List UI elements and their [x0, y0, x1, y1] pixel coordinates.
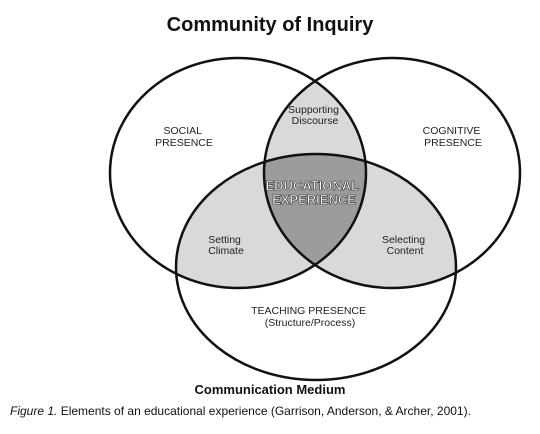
- figure-number: Figure 1.: [10, 404, 58, 418]
- cognitive-presence-circle: [262, 56, 522, 290]
- social-presence-circle: [108, 56, 368, 290]
- teaching-presence-label: TEACHING PRESENCE (Structure/Process): [251, 305, 369, 329]
- communication-medium-label: Communication Medium: [194, 382, 346, 397]
- educational-experience-label: EDUCATIONAL EXPERIENCE: [265, 178, 362, 207]
- social-presence-label: SOCIAL PRESENCE: [155, 125, 213, 149]
- diagram-title: Community of Inquiry: [166, 14, 374, 36]
- setting-climate-label: Setting Climate: [208, 234, 244, 257]
- caption-text: Elements of an educational experience (G…: [57, 404, 471, 418]
- supporting-discourse-label: Supporting Discourse: [288, 104, 342, 127]
- cognitive-presence-label: COGNITIVE PRESENCE: [423, 125, 484, 149]
- teaching-presence-circle: [174, 152, 458, 382]
- figure-caption: Figure 1. Elements of an educational exp…: [10, 404, 471, 418]
- selecting-content-label: Selecting Content: [382, 234, 428, 257]
